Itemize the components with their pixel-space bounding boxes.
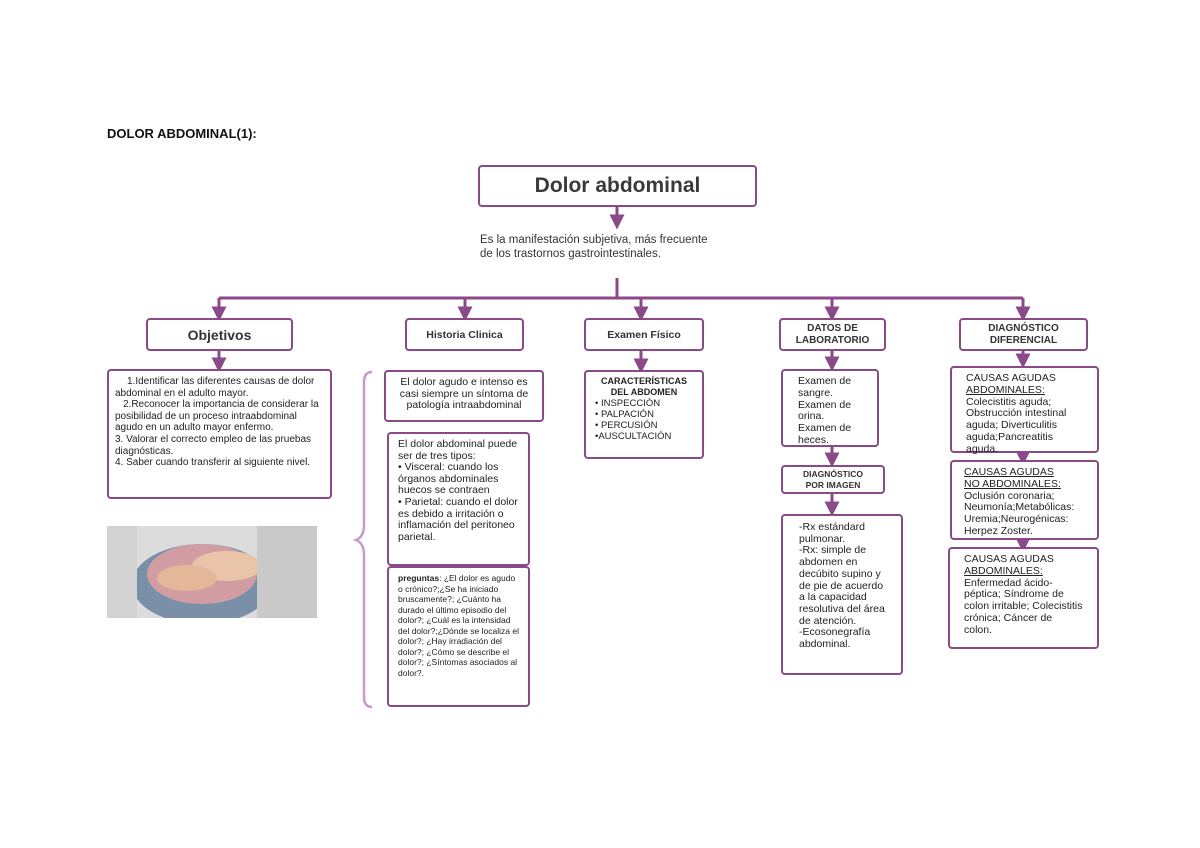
- laboratorio-header: DATOS DE LABORATORIO: [779, 318, 886, 351]
- tipo-item: • Visceral: cuando los órganos abdominal…: [398, 461, 499, 497]
- historia-intro-box: El dolor agudo e intenso es casi siempre…: [384, 370, 544, 422]
- laboratorio-item: Examen de heces.: [798, 422, 852, 446]
- examen-header: Examen Físico: [584, 318, 704, 351]
- laboratorio-item: Examen de orina.: [798, 398, 852, 423]
- objetivos-item: 2.Reconocer la importancia de considerar…: [115, 399, 319, 434]
- imagen-header: DIAGNÓSTICO POR IMAGEN: [781, 465, 885, 494]
- imagen-item: -Rx: simple de abdomen en decúbito supin…: [799, 544, 885, 627]
- objetivos-item: 1.Identificar las diferentes causas de d…: [115, 376, 315, 399]
- main-title-box: Dolor abdominal: [478, 165, 757, 207]
- examen-box: CARACTERÍSTICAS DEL ABDOMEN • INSPECCIÓN…: [584, 370, 704, 459]
- examen-item: •AUSCULTACIÓN: [595, 431, 672, 442]
- objetivos-box: 1.Identificar las diferentes causas de d…: [107, 369, 332, 499]
- imagen-item: -Ecosonegrafía abdominal.: [799, 626, 871, 651]
- laboratorio-box: Examen de sangre. Examen de orina. Exame…: [781, 369, 879, 447]
- examen-item: • PALPACIÓN: [595, 409, 654, 420]
- main-description: Es la manifestación subjetiva, más frecu…: [480, 234, 708, 260]
- objetivos-item: 4. Saber cuando transferir al siguiente …: [115, 457, 311, 469]
- objetivos-item: 3. Valorar el correcto empleo de las pru…: [115, 433, 312, 457]
- tipo-item: • Parietal: cuando el dolor es debido a …: [398, 495, 518, 543]
- laboratorio-item: Examen de sangre.: [798, 375, 852, 399]
- objetivos-header: Objetivos: [146, 318, 293, 351]
- imagen-box: -Rx estándard pulmonar. -Rx: simple de a…: [781, 514, 903, 675]
- historia-header: Historia Clinica: [405, 318, 524, 351]
- diferencial-header: DIAGNÓSTICO DIFERENCIAL: [959, 318, 1088, 351]
- diferencial-box-2: CAUSAS AGUDAS NO ABDOMINALES: Oclusión c…: [950, 460, 1099, 540]
- diferencial-box-1: CAUSAS AGUDAS ABDOMINALES: Colecistitis …: [950, 366, 1099, 455]
- main-title: Dolor abdominal: [534, 174, 701, 197]
- historia-tipos-box: El dolor abdominal puede ser de tres tip…: [387, 432, 530, 566]
- imagen-item: -Rx estándard pulmonar.: [799, 521, 865, 545]
- examen-item: • INSPECCIÓN: [595, 398, 661, 409]
- historia-preguntas-box: preguntas: ¿El dolor es agudo o crónico?…: [387, 566, 530, 707]
- examen-item: • PERCUSIÓN: [595, 420, 658, 431]
- document-title: DOLOR ABDOMINAL(1):: [107, 126, 257, 141]
- abdominal-pain-photo: [107, 526, 317, 618]
- brace-bracket: [352, 370, 373, 709]
- diferencial-box-3: CAUSAS AGUDAS ABDOMINALES: Enfermedad ác…: [948, 547, 1099, 649]
